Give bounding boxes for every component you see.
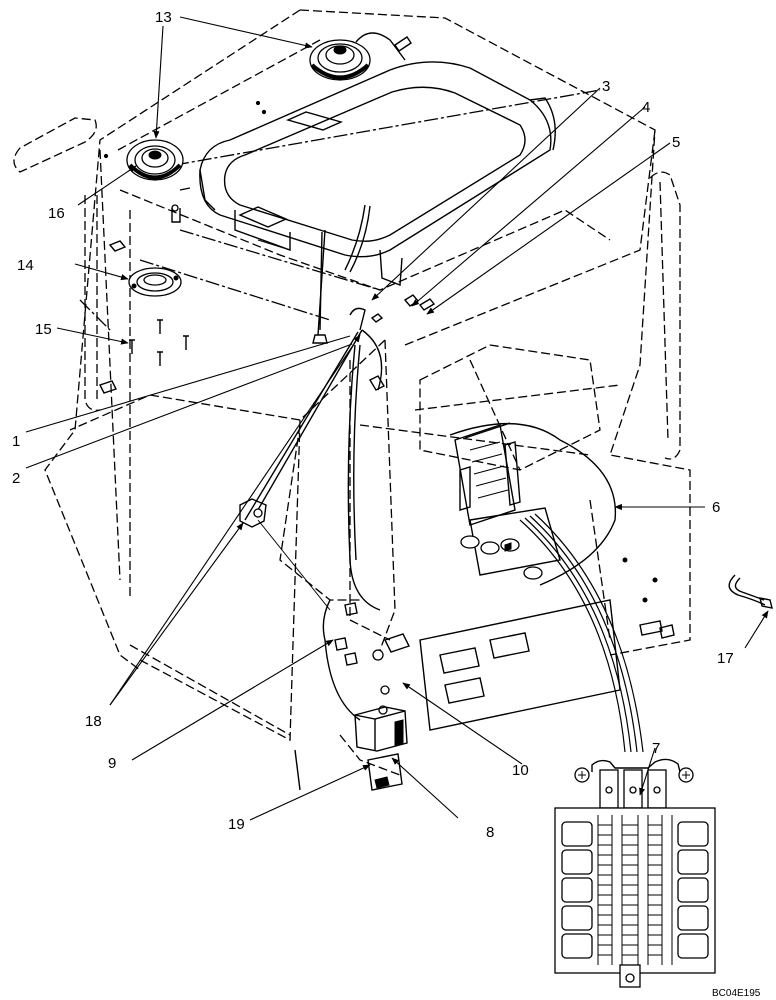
roof-hatch <box>199 61 556 286</box>
leader-lines <box>25 16 769 821</box>
callout-16: 16 <box>48 205 65 222</box>
callout-13: 13 <box>155 9 172 26</box>
mounting-screws <box>129 319 189 366</box>
callout-17: 17 <box>717 650 734 667</box>
drawing-reference-code: BC04E195 <box>712 988 761 999</box>
speaker-left <box>126 139 184 181</box>
cab-frame <box>44 9 691 776</box>
callout-8: 8 <box>486 824 494 841</box>
cable-tie <box>728 574 773 609</box>
callout-5: 5 <box>672 134 680 151</box>
callout-labels: 1 2 3 4 5 6 7 8 9 10 13 14 15 16 17 18 1… <box>12 9 761 999</box>
handrails <box>13 117 681 460</box>
fuse-panel-assembly <box>419 422 675 731</box>
callout-10: 10 <box>512 762 529 779</box>
lower-components <box>294 599 410 791</box>
callout-1: 1 <box>12 433 20 450</box>
callout-4: 4 <box>642 99 650 116</box>
callout-18: 18 <box>85 713 102 730</box>
callout-6: 6 <box>712 499 720 516</box>
antenna-and-wiring <box>239 204 436 611</box>
callout-3: 3 <box>602 78 610 95</box>
callout-19: 19 <box>228 816 245 833</box>
callout-15: 15 <box>35 321 52 338</box>
speaker-right <box>309 32 412 81</box>
callout-9: 9 <box>108 755 116 772</box>
fuse-block-detail <box>554 758 716 988</box>
roof-details <box>103 89 601 223</box>
dome-light <box>128 267 182 297</box>
callout-2: 2 <box>12 470 20 487</box>
callout-14: 14 <box>17 257 34 274</box>
callout-7: 7 <box>652 740 660 757</box>
harness-bundle <box>519 513 644 753</box>
